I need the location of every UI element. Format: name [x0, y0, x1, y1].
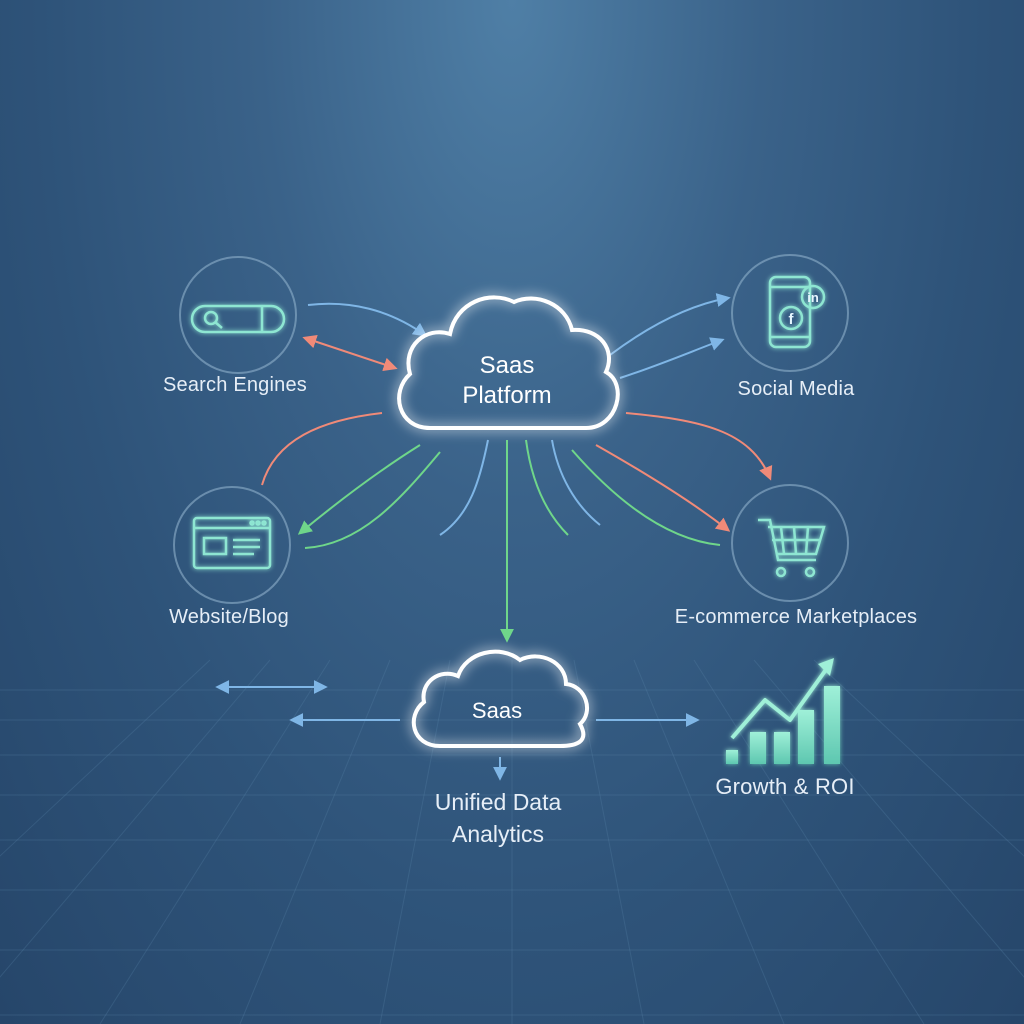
website-blog-label: Website/Blog	[169, 606, 289, 628]
connector-hub-to-website	[261, 412, 441, 549]
social-node-ring	[731, 254, 849, 372]
analytics-line1: Unified Data	[434, 789, 562, 815]
search-node-ring	[179, 256, 297, 374]
connector-hub-to-social	[609, 293, 731, 379]
growth-roi-label: Growth & ROI	[715, 774, 855, 799]
secondary-cloud-label: Saas	[471, 698, 523, 723]
secondary-cloud-shape	[411, 649, 590, 748]
search-bar-icon	[190, 304, 286, 334]
search-engines-label: Search Engines	[162, 374, 308, 396]
website-node-ring	[173, 486, 291, 604]
linkedin-badge-text: in	[807, 290, 819, 305]
hub-title-line1: Saas	[479, 352, 535, 379]
facebook-badge-text: f	[789, 311, 795, 328]
connector-bottom-row	[215, 680, 700, 781]
ecommerce-node-ring	[731, 484, 849, 602]
smartphone-social-icon	[768, 275, 826, 349]
shopping-cart-icon	[758, 518, 826, 578]
ecommerce-label: E-commerce Marketplaces	[674, 606, 918, 628]
connector-hub-fan	[439, 439, 601, 643]
social-media-label: Social Media	[737, 378, 855, 400]
main-cloud-shape	[397, 295, 620, 430]
growth-chart-icon	[726, 658, 840, 764]
browser-window-icon	[192, 516, 272, 570]
analytics-line2: Analytics	[451, 821, 545, 847]
connector-hub-to-ecommerce	[571, 412, 773, 546]
hub-title-line2: Platform	[462, 382, 552, 409]
analytics-label: Unified Data Analytics	[435, 786, 562, 850]
connector-search-to-hub	[302, 302, 428, 372]
